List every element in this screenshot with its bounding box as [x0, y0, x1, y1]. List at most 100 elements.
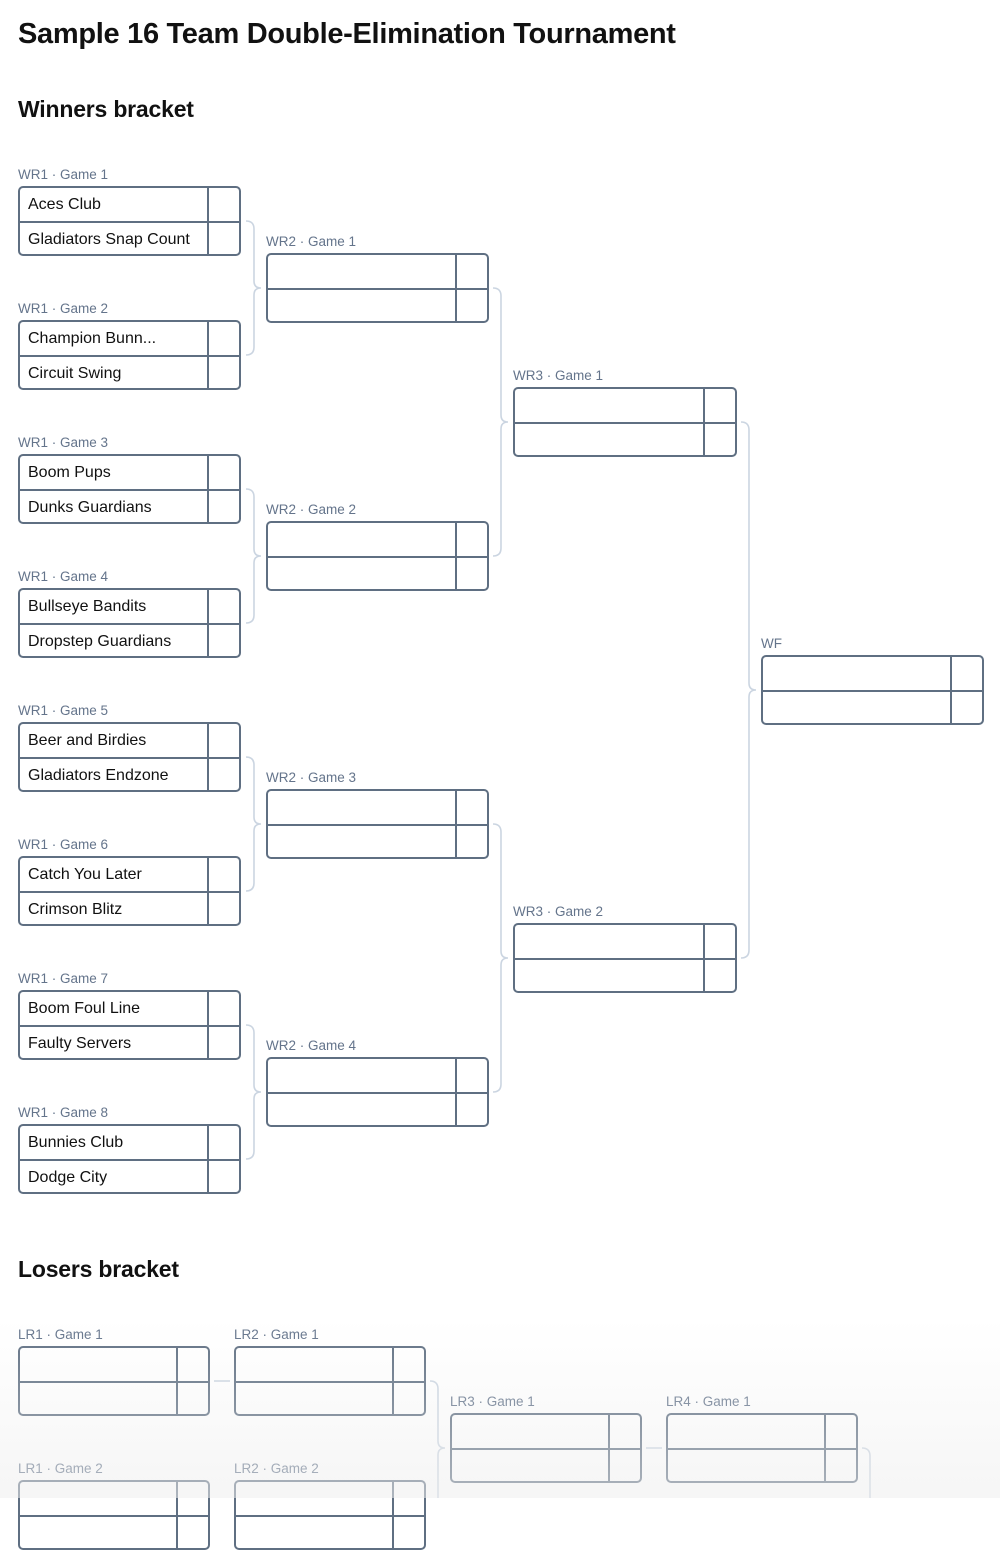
- team-row[interactable]: [268, 523, 487, 556]
- score-cell[interactable]: [455, 523, 487, 556]
- score-cell[interactable]: [455, 826, 487, 857]
- match-box[interactable]: [513, 923, 737, 993]
- team-row[interactable]: [268, 255, 487, 288]
- team-row[interactable]: Dropstep Guardians: [20, 623, 239, 656]
- team-row[interactable]: Bullseye Bandits: [20, 590, 239, 623]
- score-cell[interactable]: [207, 456, 239, 489]
- team-row[interactable]: Gladiators Snap Count: [20, 221, 239, 254]
- score-cell[interactable]: [207, 590, 239, 623]
- team-row[interactable]: [668, 1415, 856, 1448]
- score-cell[interactable]: [207, 992, 239, 1025]
- team-row[interactable]: Beer and Birdies: [20, 724, 239, 757]
- score-cell[interactable]: [207, 223, 239, 254]
- match-box[interactable]: [266, 253, 489, 323]
- match-box[interactable]: [450, 1413, 642, 1483]
- match-box[interactable]: [761, 655, 984, 725]
- team-row[interactable]: Dunks Guardians: [20, 489, 239, 522]
- score-cell[interactable]: [207, 357, 239, 388]
- team-row[interactable]: [668, 1448, 856, 1481]
- score-cell[interactable]: [207, 893, 239, 924]
- score-cell[interactable]: [824, 1415, 856, 1448]
- match-box[interactable]: [513, 387, 737, 457]
- team-row[interactable]: [268, 824, 487, 857]
- score-cell[interactable]: [207, 759, 239, 790]
- team-row[interactable]: [268, 1092, 487, 1125]
- score-cell[interactable]: [608, 1450, 640, 1481]
- team-row[interactable]: Aces Club: [20, 188, 239, 221]
- score-cell[interactable]: [703, 389, 735, 422]
- team-row[interactable]: Faulty Servers: [20, 1025, 239, 1058]
- score-cell[interactable]: [207, 1126, 239, 1159]
- team-row[interactable]: [268, 1059, 487, 1092]
- score-cell[interactable]: [207, 491, 239, 522]
- team-row[interactable]: [763, 690, 982, 723]
- score-cell[interactable]: [176, 1482, 208, 1515]
- score-cell[interactable]: [207, 625, 239, 656]
- team-row[interactable]: [515, 958, 735, 991]
- team-row[interactable]: Crimson Blitz: [20, 891, 239, 924]
- score-cell[interactable]: [392, 1383, 424, 1414]
- team-row[interactable]: Gladiators Endzone: [20, 757, 239, 790]
- team-row[interactable]: [268, 791, 487, 824]
- score-cell[interactable]: [207, 858, 239, 891]
- score-cell[interactable]: [455, 1059, 487, 1092]
- score-cell[interactable]: [455, 290, 487, 321]
- team-row[interactable]: [515, 422, 735, 455]
- team-row[interactable]: [452, 1415, 640, 1448]
- team-row[interactable]: [236, 1515, 424, 1548]
- team-row[interactable]: [236, 1348, 424, 1381]
- match-box[interactable]: [234, 1480, 426, 1550]
- score-cell[interactable]: [207, 1161, 239, 1192]
- team-row[interactable]: [452, 1448, 640, 1481]
- score-cell[interactable]: [824, 1450, 856, 1481]
- score-cell[interactable]: [392, 1517, 424, 1548]
- score-cell[interactable]: [176, 1517, 208, 1548]
- score-cell[interactable]: [392, 1348, 424, 1381]
- team-row[interactable]: Boom Foul Line: [20, 992, 239, 1025]
- team-row[interactable]: Bunnies Club: [20, 1126, 239, 1159]
- team-row[interactable]: [268, 288, 487, 321]
- score-cell[interactable]: [455, 1094, 487, 1125]
- match-box[interactable]: [234, 1346, 426, 1416]
- team-row[interactable]: Circuit Swing: [20, 355, 239, 388]
- score-cell[interactable]: [176, 1383, 208, 1414]
- score-cell[interactable]: [455, 558, 487, 589]
- team-row[interactable]: [515, 925, 735, 958]
- score-cell[interactable]: [455, 255, 487, 288]
- score-cell[interactable]: [207, 322, 239, 355]
- match-box[interactable]: Champion Bunn...Circuit Swing: [18, 320, 241, 390]
- team-row[interactable]: [20, 1515, 208, 1548]
- team-row[interactable]: [20, 1482, 208, 1515]
- match-box[interactable]: [18, 1346, 210, 1416]
- team-row[interactable]: [20, 1381, 208, 1414]
- team-row[interactable]: Boom Pups: [20, 456, 239, 489]
- match-box[interactable]: [666, 1413, 858, 1483]
- team-row[interactable]: Dodge City: [20, 1159, 239, 1192]
- match-box[interactable]: [266, 521, 489, 591]
- score-cell[interactable]: [608, 1415, 640, 1448]
- score-cell[interactable]: [703, 925, 735, 958]
- team-row[interactable]: [236, 1482, 424, 1515]
- team-row[interactable]: [268, 556, 487, 589]
- team-row[interactable]: Catch You Later: [20, 858, 239, 891]
- score-cell[interactable]: [703, 960, 735, 991]
- team-row[interactable]: [763, 657, 982, 690]
- team-row[interactable]: [515, 389, 735, 422]
- score-cell[interactable]: [950, 657, 982, 690]
- score-cell[interactable]: [455, 791, 487, 824]
- team-row[interactable]: [20, 1348, 208, 1381]
- match-box[interactable]: [266, 789, 489, 859]
- score-cell[interactable]: [207, 188, 239, 221]
- team-row[interactable]: Champion Bunn...: [20, 322, 239, 355]
- score-cell[interactable]: [207, 724, 239, 757]
- match-box[interactable]: [18, 1480, 210, 1550]
- team-row[interactable]: [236, 1381, 424, 1414]
- score-cell[interactable]: [392, 1482, 424, 1515]
